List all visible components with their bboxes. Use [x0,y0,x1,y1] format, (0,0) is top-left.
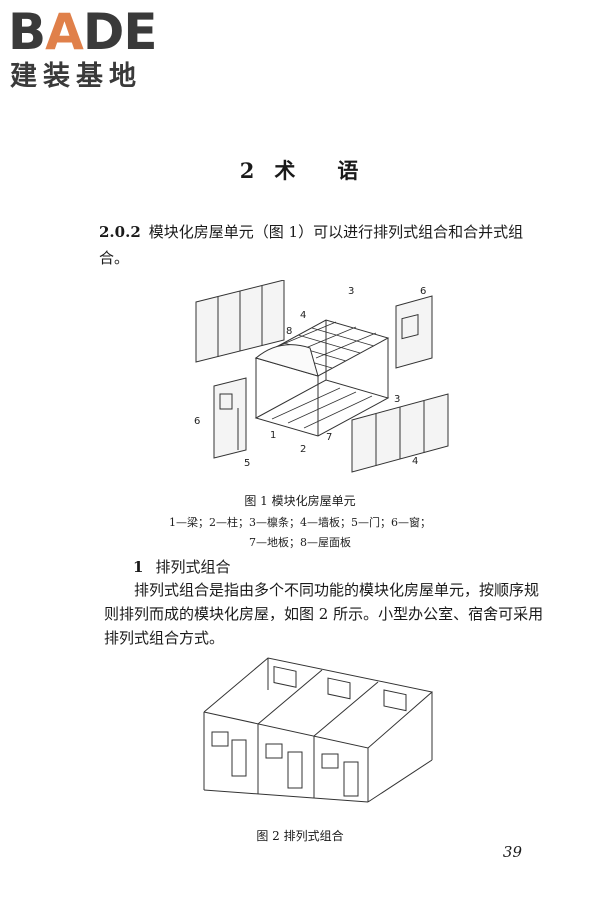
section-heading: 1 排列式组合 [133,556,230,577]
chapter-title-b: 语 [337,158,361,183]
fig1-label-3a: 3 [348,286,354,297]
chapter-title-a: 术 [274,158,298,183]
fig1-label-4a: 4 [300,310,306,321]
bade-logo: BADE 建装基地 [8,4,183,94]
figure-2-arranged-units-drawing [203,657,434,803]
fig1-label-4b: 4 [412,456,418,467]
logo-subtitle: 建装基地 [10,61,142,92]
figure-1-legend-line-2: 7—地板；8—屋面板 [249,536,351,549]
fig1-label-5: 5 [244,458,250,469]
section-number: 1 [133,558,144,576]
page-number: 39 [502,843,522,861]
fig1-label-1: 1 [270,430,276,441]
section-body: 排列式组合是指由多个不同功能的模块化房屋单元，按顺序规则排列而成的模块化房屋，如… [104,581,544,647]
chapter-number: 2 [239,158,257,183]
fig1-label-6b: 6 [194,416,200,427]
fig1-label-2: 2 [300,444,306,455]
fig1-label-6a: 6 [420,286,426,297]
fig1-label-8: 8 [286,326,292,337]
section-title: 排列式组合 [155,558,231,576]
clause-text: 模块化房屋单元（图 1）可以进行排列式组合和合并式组合。 [99,223,524,267]
fig1-label-7: 7 [326,432,332,443]
figure-2-caption: 图 2 排列式组合 [256,829,344,843]
figure-1-modular-unit-drawing: 4 3 6 8 3 6 1 7 2 5 4 [194,280,449,473]
logo-wordmark: BADE [8,3,157,61]
fig1-label-3b: 3 [394,394,400,405]
clause-number: 2.0.2 [99,223,141,241]
figure-1-legend-line-1: 1—梁；2—柱；3—檩条；4—墙板；5—门；6—窗； [169,516,431,529]
figure-1-caption: 图 1 模块化房屋单元 [244,494,356,508]
